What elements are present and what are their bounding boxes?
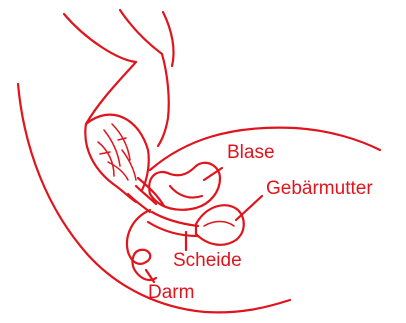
forearm-upper-2 (163, 12, 174, 66)
label-blase: Blase (227, 143, 275, 163)
label-darm: Darm (148, 283, 194, 303)
bladder (149, 163, 220, 210)
bladder-fold (170, 186, 202, 198)
vagina-canal-upper (152, 212, 198, 226)
uterus-inner (204, 222, 234, 227)
label-gebaermutter: Gebärmutter (266, 179, 373, 199)
leader-gebaermutter (236, 196, 262, 220)
uterus (196, 205, 244, 245)
label-scheide: Scheide (173, 251, 242, 271)
forearm-lower (64, 14, 136, 202)
forearm-upper (120, 10, 169, 146)
rectum (127, 210, 156, 280)
finger-detail-1 (98, 124, 136, 180)
